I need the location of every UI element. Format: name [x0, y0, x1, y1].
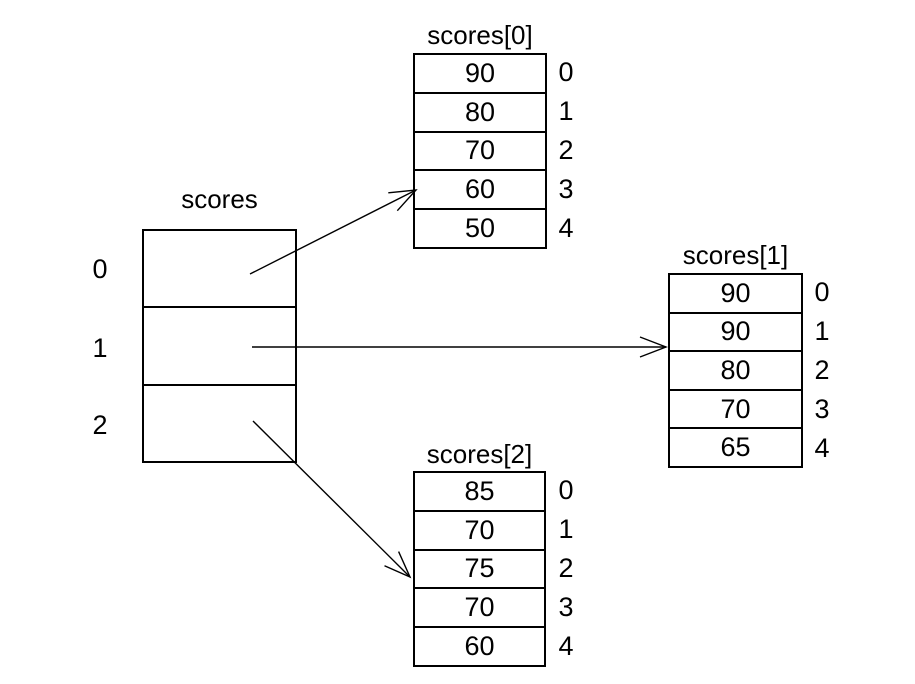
sub-array-1-index-1: 1: [814, 316, 830, 346]
sub-array-0-index-3: 3: [558, 174, 574, 204]
array-value-cell: 70: [415, 130, 545, 170]
array-value-cell: 80: [415, 91, 545, 131]
array-value-cell: 60: [415, 169, 545, 208]
sub-array-1-index-2: 2: [814, 355, 830, 385]
sub-array-2-box: 85 70 75 70 60: [413, 471, 546, 667]
sub-array-1-index-4: 4: [814, 433, 830, 463]
array-value-cell: 65: [670, 427, 801, 466]
main-array-title: scores: [181, 184, 258, 214]
sub-array-2-index-4: 4: [558, 631, 574, 661]
sub-array-0-box: 90 80 70 60 50: [413, 53, 547, 249]
array-value-cell: 90: [720, 277, 751, 308]
sub-array-0-index-2: 2: [558, 135, 574, 165]
sub-array-0-index-1: 1: [558, 96, 574, 126]
main-array-box: [142, 229, 297, 463]
sub-array-0-title: scores[0]: [427, 20, 533, 50]
array-value-cell: 70: [415, 509, 544, 549]
main-array-cell-1: [144, 306, 295, 383]
array-value-cell: 90: [464, 57, 496, 88]
main-array-cell-0: [144, 231, 295, 306]
array-value-cell: 90: [670, 311, 801, 351]
sub-array-1-index-0: 0: [814, 277, 830, 307]
main-index-1: 1: [92, 333, 108, 363]
array-value-cell: 70: [670, 388, 801, 428]
sub-array-0-index-0: 0: [558, 57, 574, 87]
main-index-2: 2: [92, 410, 108, 440]
array-value-cell: 50: [415, 208, 545, 247]
sub-array-1-box: 90 90 80 70 65: [668, 273, 803, 468]
sub-array-2-index-2: 2: [558, 553, 574, 583]
sub-array-1-index-3: 3: [814, 394, 830, 424]
main-index-0: 0: [92, 254, 108, 284]
sub-array-2-title: scores[2]: [426, 439, 533, 469]
array-value-cell: 85: [464, 475, 495, 506]
sub-array-2-index-3: 3: [558, 592, 574, 622]
main-array-cell-2: [144, 383, 295, 461]
array-value-cell: 75: [415, 548, 544, 588]
array-value-cell: 80: [670, 350, 801, 389]
sub-array-1-title: scores[1]: [682, 240, 789, 270]
array-value-cell: 70: [415, 587, 544, 626]
array-value-cell: 60: [415, 626, 544, 665]
sub-array-0-index-4: 4: [558, 213, 574, 243]
sub-array-2-index-1: 1: [558, 514, 574, 544]
sub-array-2-index-0: 0: [558, 475, 574, 505]
